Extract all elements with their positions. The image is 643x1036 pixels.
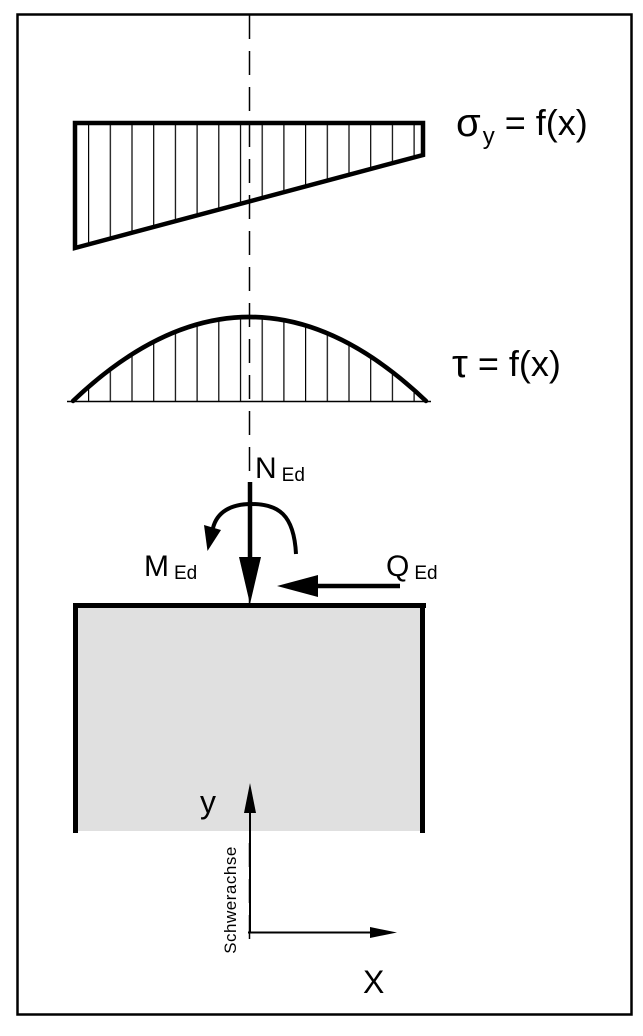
q-force-label: Q Ed [386,550,438,584]
x-axis-label: X [363,964,385,1000]
q-symbol: Q [386,550,410,583]
sigma-subscript: y [482,123,495,150]
sigma-stress-shape [72,120,426,251]
sigma-stress-block [72,120,426,251]
tau-curve [70,314,429,404]
sigma-function-text: = f(x) [504,102,588,143]
outer-frame [16,13,633,1016]
n-force-arrow-icon [239,482,261,604]
n-subscript: Ed [281,465,305,486]
y-axis-label: y [200,784,216,820]
n-force-label: N Ed [255,452,305,486]
tau-stress-block [67,314,431,404]
m-subscript: Ed [174,563,198,584]
q-subscript: Ed [414,563,438,584]
sigma-symbol: σ [456,101,481,145]
tau-function-text: = f(x) [477,343,561,384]
centroid-axis-label: Schwerachse [221,846,240,954]
y-axis-arrow-icon [244,783,256,932]
cross-section [73,603,426,833]
q-force-arrow-icon [277,575,400,597]
m-symbol: M [144,550,169,583]
x-axis-arrow-icon [248,927,397,938]
tau-equation-label: τ = f(x) [452,344,561,384]
m-force-label: M Ed [144,550,198,584]
n-symbol: N [255,452,277,485]
moment-arc-arrow-icon [204,501,298,555]
sigma-equation-label: σ y = f(x) [456,103,588,149]
tau-symbol: τ [452,342,468,386]
